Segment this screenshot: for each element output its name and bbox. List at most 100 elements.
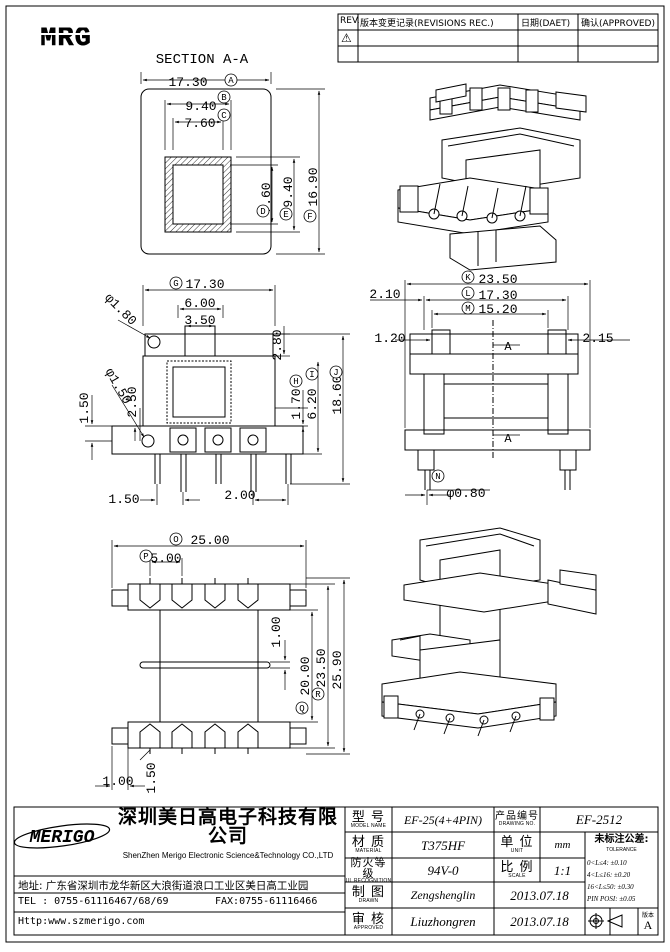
dim-o: 25.00: [190, 533, 229, 548]
side-view: [370, 280, 630, 505]
dim-j: 18.60: [330, 375, 345, 414]
rev-approved-label: 确认(APPROVED): [581, 19, 655, 29]
dim-l: 17.30: [478, 288, 517, 303]
section-mark-bottom: A: [504, 432, 512, 446]
dim-1-5-foot: 1.50: [144, 762, 159, 793]
unit-value: mm: [554, 838, 571, 851]
model-value: EF-25(4+4PIN): [403, 812, 483, 827]
rev-col-label: REV.: [340, 16, 360, 26]
callout-e: E: [283, 210, 288, 220]
company-website[interactable]: Http:www.szmerigo.com: [18, 916, 145, 927]
revision-table: [337, 13, 659, 63]
merigo-logo: MERIGO: [13, 823, 111, 849]
callout-f: F: [307, 212, 312, 222]
dim-k: 23.50: [478, 272, 517, 287]
company-address: 地址: 广东省深圳市龙华新区大浪街道浪口工业区美日高工业园: [18, 880, 309, 892]
dim-2-8: 2.80: [270, 329, 285, 360]
bottom-view: [95, 540, 350, 790]
dim-e: 9.40: [281, 176, 296, 207]
dim-2-15: 2.15: [582, 331, 613, 346]
fire-rating-value: 94V-0: [427, 862, 459, 878]
callout-l: L: [465, 289, 470, 299]
dim-h: 1.70: [289, 388, 304, 419]
callout-q: Q: [299, 704, 304, 714]
projection-symbol-icon: [588, 913, 623, 929]
logo-text: MRG: [40, 24, 92, 54]
revision-marker-icon: ⚠: [341, 31, 352, 45]
isometric-view-top: [397, 83, 587, 271]
callout-b: B: [221, 93, 227, 103]
callout-r: R: [315, 690, 321, 700]
callout-markers: A B C D E F G H I J K L M N O P Q R: [139, 73, 475, 715]
rev-date-label: 日期(DAET): [521, 19, 571, 29]
dim-2-0: 2.00: [224, 488, 255, 503]
dim-3-5: 3.50: [184, 313, 215, 328]
section-view: [140, 72, 325, 255]
sheet-border: [5, 5, 665, 943]
brand-text: MERIGO: [29, 828, 95, 848]
isometric-view-bottom: [381, 527, 597, 737]
callout-g: G: [173, 279, 178, 289]
approved-date-value: 2013.07.18: [510, 914, 569, 929]
dim-g: 17.30: [185, 277, 224, 292]
company-fax: FAX:0755-61116466: [215, 896, 318, 907]
callout-a: A: [228, 76, 234, 86]
rev-record-label: 版本变更记录(REVISIONS REC.): [360, 19, 494, 29]
callout-k: K: [465, 273, 471, 283]
drawn-by-value: Zengshenglin: [410, 888, 476, 902]
dim-phi-1-8: φ1.80: [101, 290, 139, 328]
company-name-en: ShenZhen Merigo Electronic Science&Techn…: [122, 851, 334, 860]
mrg-logo: MRG: [14, 22, 122, 54]
dim-25-9: 25.90: [330, 650, 345, 689]
callout-c: C: [221, 111, 227, 121]
tolerance-list: 0<L≤4: ±0.10 4<L≤16: ±0.20 16<L≤50: ±0.3…: [587, 857, 657, 905]
dim-2-5: 2.50: [125, 386, 140, 417]
tolerance-row: 4<L≤16: ±0.20: [587, 871, 631, 879]
callout-m: M: [465, 304, 470, 314]
dim-r: 23.50: [314, 648, 329, 687]
dim-p: 5.00: [150, 551, 181, 566]
dim-a: 17.30: [168, 75, 207, 90]
version-cell: 版本 A: [641, 911, 654, 932]
tolerance-row: 16<L≤50: ±0.30: [587, 883, 634, 891]
tolerance-row: 0<L≤4: ±0.10: [587, 859, 627, 867]
tolerance-title-en: TOLERANCE: [606, 846, 637, 853]
dim-6: 6.00: [184, 296, 215, 311]
drawn-date-value: 2013.07.18: [510, 887, 569, 903]
dim-c: 7.60: [184, 116, 215, 131]
callout-n: N: [435, 472, 440, 482]
callout-o: O: [173, 535, 178, 545]
dim-m: 15.20: [478, 302, 517, 317]
dim-n: φ0.80: [446, 486, 485, 501]
dim-b: 9.40: [185, 99, 216, 114]
dim-1-2: 1.20: [374, 331, 405, 346]
callout-p: P: [143, 552, 148, 562]
title-block-grid: [13, 806, 659, 936]
section-title: SECTION A-A: [156, 52, 249, 68]
dim-2-1: 2.10: [369, 287, 400, 302]
callout-d: D: [260, 207, 265, 217]
approved-by-value: Liuzhongren: [410, 914, 476, 929]
front-view: [85, 285, 350, 505]
tolerance-row: PIN POSI: ±0.05: [587, 895, 636, 903]
company-tel: TEL : 0755-61116467/68/69: [18, 896, 169, 907]
tolerance-title: 未标注公差:: [594, 834, 649, 845]
dim-1-5-bottom: 1.50: [108, 492, 139, 507]
callout-h: H: [293, 377, 298, 387]
dim-1-0-bottom: 1.00: [102, 774, 133, 789]
callout-i: I: [309, 370, 314, 380]
material-value: T375HF: [420, 837, 466, 853]
dim-i: 6.20: [305, 388, 320, 419]
section-mark-top: A: [504, 340, 512, 354]
dim-q: 20.00: [298, 656, 313, 695]
callout-j: J: [333, 368, 338, 378]
drawing-no-value: EF-2512: [575, 812, 623, 827]
